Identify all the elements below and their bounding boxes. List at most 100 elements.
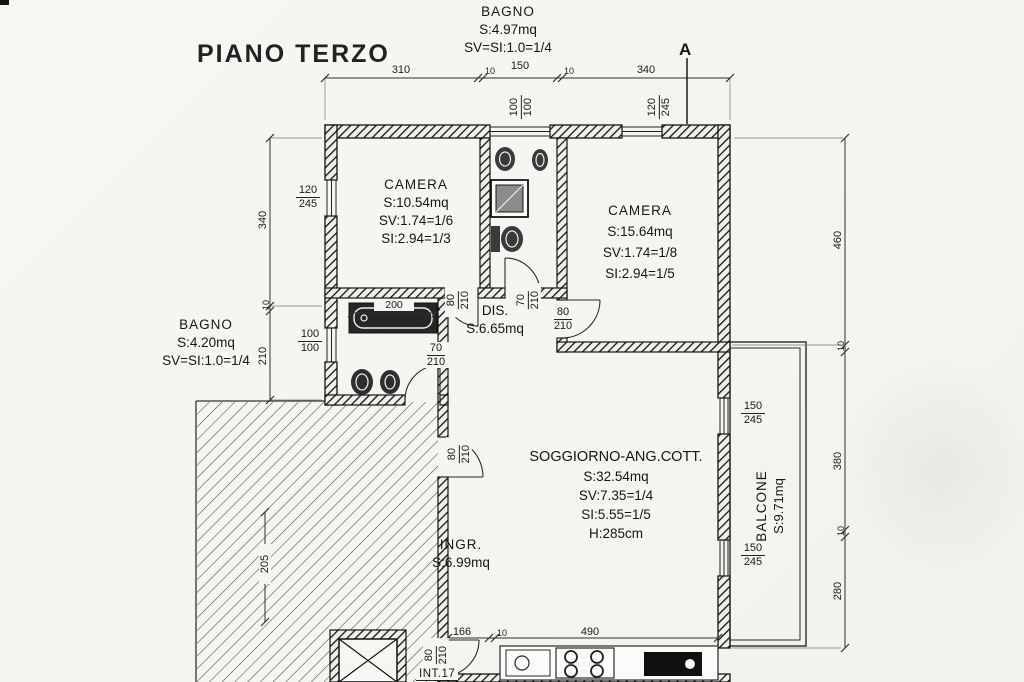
dim-right-380: 380 [832, 451, 844, 471]
dim-denominator: 245 [298, 197, 318, 210]
room-info-line: S:15.64mq [607, 224, 673, 239]
room-name: DIS. [481, 303, 509, 318]
room-info-line: S:6.99mq [432, 555, 490, 570]
door-dim-camera-right: 80 210 [546, 306, 580, 333]
room-name: BAGNO [179, 317, 233, 332]
elevator-shaft [329, 629, 407, 682]
window-dim-left-top: 120 245 [291, 184, 325, 210]
room-info-line: S:6.65mq [466, 321, 524, 336]
scan-artifact [0, 0, 9, 5]
room-info-line: S:4.20mq [177, 335, 235, 350]
room-name: CAMERA [384, 177, 448, 192]
dim-numerator: 80 [444, 291, 459, 310]
dim-top-340: 340 [636, 64, 656, 76]
dim-denominator: 100 [300, 341, 320, 354]
dim-right-460: 460 [832, 230, 844, 250]
dim-denominator: 245 [659, 97, 672, 117]
room-label-ingresso: INGR. S:6.99mq [413, 536, 509, 572]
door-dim-bagno-left: 70 210 [419, 342, 453, 369]
room-info-line: S:10.54mq [383, 195, 449, 210]
dim-numerator: 70 [426, 342, 446, 356]
dim-denominator: 245 [743, 413, 763, 426]
balcony-outline [729, 341, 807, 647]
dim-shaft-205: 205 [259, 544, 271, 584]
kitchen-sink-icon [505, 649, 551, 677]
dimension-lines [260, 73, 850, 653]
room-label-dis: DIS. S:6.65mq [452, 302, 538, 338]
room-info-line: SV=SI:1.0=1/4 [162, 353, 250, 368]
room-label-bagno-top: BAGNO S:4.97mq SV=SI:1.0=1/4 [438, 3, 578, 57]
dim-numerator: 100 [507, 94, 522, 120]
stove-icon [555, 647, 615, 679]
sink-icon [495, 147, 515, 171]
kitchen-fixtures [499, 645, 719, 681]
dim-numerator: 80 [422, 646, 437, 665]
dim-left-340: 340 [257, 210, 269, 230]
window-dim-left-low: 100 100 [293, 328, 327, 354]
door-dim-ingresso: 80 210 [445, 437, 473, 472]
dim-numerator: 70 [514, 291, 529, 310]
unit-number-label: INT.17 [416, 668, 459, 681]
dim-denominator: 100 [521, 97, 534, 117]
room-info-line: H:285cm [588, 526, 644, 541]
room-info-line: SV:7.35=1/4 [578, 488, 654, 503]
dim-bottom-166: 166 [452, 626, 472, 638]
dim-denominator: 210 [528, 290, 541, 310]
dim-bottom-10: 10 [496, 628, 507, 638]
bidet-icon [380, 370, 400, 394]
room-info-line: SI:5.55=1/5 [581, 507, 651, 522]
dim-denominator: 210 [426, 355, 446, 368]
room-info-line: SI:2.94=1/3 [381, 231, 451, 246]
room-info-line: SV=SI:1.0=1/4 [464, 40, 552, 55]
balcony-door-dim-top: 150 245 [736, 400, 770, 426]
dim-top-150: 150 [510, 60, 530, 72]
dim-denominator: 210 [436, 645, 449, 665]
dim-numerator: 100 [297, 328, 323, 342]
balcony-door-dim-low: 150 245 [736, 542, 770, 568]
dim-numerator: 120 [645, 94, 660, 120]
room-info-line: S:4.97mq [479, 22, 537, 37]
dim-right-10a: 10 [836, 341, 846, 352]
room-label-bagno-left: BAGNO S:4.20mq SV=SI:1.0=1/4 [145, 316, 267, 370]
dim-bathtub-200: 200 [374, 299, 414, 311]
toilet-icon [491, 226, 500, 252]
toilet-icon [351, 369, 373, 395]
dim-numerator: 80 [445, 445, 460, 464]
dim-left-10: 10 [261, 300, 271, 311]
section-marker-a: A [679, 40, 692, 59]
door-camera-right [561, 299, 601, 339]
adjacent-unit-boundary [195, 400, 325, 682]
room-info-line: S:32.54mq [583, 469, 649, 484]
windows [325, 125, 730, 577]
room-label-camera-right: CAMERA S:15.64mq SV:1.74=1/8 SI:2.94=1/5 [570, 200, 710, 284]
bathroom-top-fixtures [490, 147, 548, 252]
window-dim-top-center: 100 100 [507, 90, 534, 124]
dim-denominator: 210 [553, 319, 573, 332]
plan-title: PIANO TERZO [197, 40, 390, 68]
door-bagno-left [404, 364, 441, 401]
room-info-line: SV:1.74=1/8 [602, 245, 678, 260]
dim-bottom-490: 490 [580, 626, 600, 638]
room-info-line: SV:1.74=1/6 [378, 213, 454, 228]
room-info-line: S:9.71mq [771, 478, 786, 534]
window-dim-top-right: 120 245 [645, 90, 672, 124]
dim-top-10b: 10 [563, 66, 574, 76]
room-name: INGR. [439, 537, 483, 552]
room-name: BAGNO [481, 4, 535, 19]
dim-numerator: 150 [740, 400, 766, 414]
dim-right-280: 280 [832, 581, 844, 601]
dim-denominator: 210 [458, 290, 471, 310]
room-name: SOGGIORNO-ANG.COTT. [529, 449, 703, 465]
dim-top-310: 310 [391, 64, 411, 76]
dim-denominator: 210 [459, 444, 472, 464]
room-label-camera-left: CAMERA S:10.54mq SV:1.74=1/6 SI:2.94=1/3 [348, 176, 484, 248]
dim-denominator: 245 [743, 555, 763, 568]
dim-top-10a: 10 [484, 66, 495, 76]
dim-numerator: 80 [553, 306, 573, 320]
dim-numerator: 150 [740, 542, 766, 556]
dim-right-10b: 10 [836, 526, 846, 537]
door-dim-bagno-top: 70 210 [514, 283, 542, 318]
room-label-soggiorno: SOGGIORNO-ANG.COTT. S:32.54mq SV:7.35=1/… [525, 448, 707, 543]
